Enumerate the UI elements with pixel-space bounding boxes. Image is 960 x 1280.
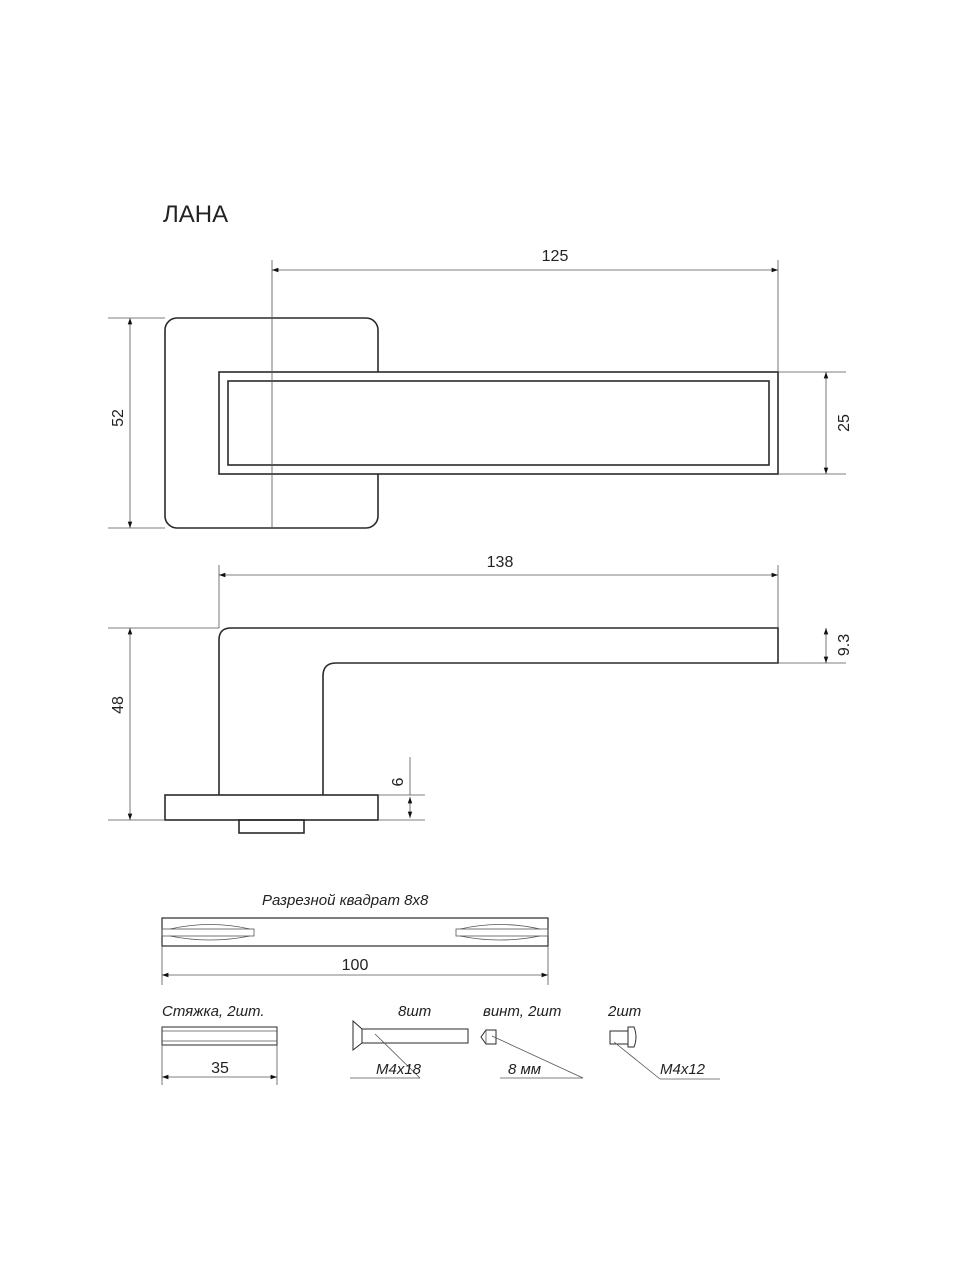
screw-qty: 8шт (398, 1003, 431, 1020)
dim-48-label: 48 (110, 696, 127, 714)
rosette-base (164, 794, 379, 821)
top-view: 125 52 25 (108, 248, 853, 529)
screw-size: М4х18 (376, 1061, 422, 1078)
handle-outer (218, 371, 779, 475)
coupler-length-label: 35 (211, 1060, 229, 1077)
bolt-m4x12: 2шт М4х12 (607, 1003, 720, 1080)
dim-9-3-label: 9.3 (836, 634, 853, 656)
screw-m4x18: 8шт М4х18 (350, 1003, 469, 1079)
side-view: 138 48 9.3 6 (108, 554, 853, 834)
bolt-size: М4х12 (660, 1061, 706, 1078)
bolt-qty: 2шт (607, 1003, 641, 1020)
handle-profile (218, 627, 779, 795)
spindle-length-label: 100 (342, 957, 369, 974)
coupler-label: Стяжка, 2шт. (162, 1003, 265, 1020)
product-title: ЛАНА (163, 201, 228, 228)
spindle: Разрезной квадрат 8x8 100 (161, 892, 549, 985)
dim-125-label: 125 (542, 248, 569, 265)
spindle-stub (238, 819, 305, 834)
dim-52-label: 52 (110, 409, 127, 427)
coupler: Стяжка, 2шт. 35 (161, 1003, 278, 1085)
dim-6-label: 6 (390, 777, 407, 786)
set-screw-size: 8 мм (508, 1061, 541, 1078)
handle-inner (227, 380, 770, 466)
set-screw-qty: винт, 2шт (483, 1003, 561, 1020)
spindle-label: Разрезной квадрат 8x8 (262, 892, 429, 909)
dim-25-label: 25 (836, 414, 853, 432)
set-screw: винт, 2шт 8 мм (480, 1003, 584, 1079)
dim-138-label: 138 (487, 554, 514, 571)
